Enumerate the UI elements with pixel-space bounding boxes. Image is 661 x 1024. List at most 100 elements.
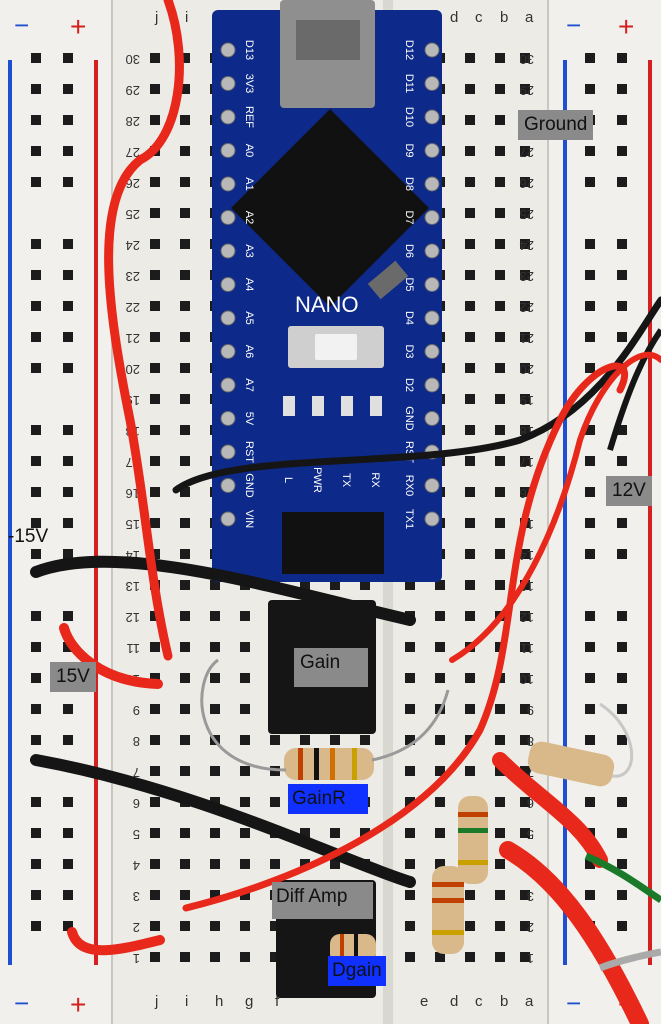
- breadboard-hole: [300, 735, 310, 745]
- breadboard-hole: [585, 425, 595, 435]
- breadboard-hole: [180, 890, 190, 900]
- breadboard-hole: [495, 549, 505, 559]
- breadboard-hole: [150, 549, 160, 559]
- nano-pin-label: A5: [243, 311, 255, 324]
- row-number-left: 6: [133, 796, 140, 811]
- breadboard-hole: [465, 115, 475, 125]
- row-number-right: 29: [520, 83, 534, 98]
- breadboard-hole: [585, 84, 595, 94]
- breadboard-hole: [405, 704, 415, 714]
- row-number-left: 29: [126, 83, 140, 98]
- breadboard-hole: [31, 487, 41, 497]
- breadboard-hole: [240, 797, 250, 807]
- nano-pin: [220, 76, 236, 91]
- breadboard-hole: [31, 890, 41, 900]
- breadboard-hole: [465, 704, 475, 714]
- breadboard-hole: [210, 890, 220, 900]
- breadboard-hole: [300, 828, 310, 838]
- breadboard-hole: [617, 332, 627, 342]
- black-wire-2: [30, 754, 416, 888]
- breadboard-hole: [465, 363, 475, 373]
- breadboard-hole: [495, 952, 505, 962]
- breadboard-hole: [210, 921, 220, 931]
- nano-pin-label: A2: [243, 211, 255, 224]
- nano-pin: [220, 444, 236, 460]
- breadboard-hole: [300, 859, 310, 869]
- breadboard-hole: [63, 239, 73, 249]
- nano-pin: [220, 42, 236, 58]
- nano-pin-label: D6: [403, 244, 415, 258]
- breadboard-hole: [495, 735, 505, 745]
- nano-pin-label: D7: [403, 210, 415, 224]
- nano-pin: [424, 76, 440, 91]
- breadboard-hole: [435, 952, 445, 962]
- row-number-left: 22: [126, 300, 140, 315]
- nano-pin-label: A7: [243, 378, 255, 391]
- breadboard-hole: [617, 53, 627, 63]
- breadboard-hole: [585, 487, 595, 497]
- breadboard-hole: [405, 797, 415, 807]
- breadboard-hole: [31, 53, 41, 63]
- breadboard-hole: [465, 766, 475, 776]
- breadboard-hole: [495, 177, 505, 187]
- breadboard-hole: [405, 890, 415, 900]
- column-letter: f: [275, 993, 280, 1010]
- breadboard-hole: [520, 828, 530, 838]
- nano-pin: [220, 243, 236, 259]
- breadboard-hole: [360, 735, 370, 745]
- breadboard-hole: [150, 828, 160, 838]
- breadboard-hole: [180, 239, 190, 249]
- left-rail: [0, 0, 112, 1024]
- breadboard-hole: [150, 239, 160, 249]
- breadboard-hole: [520, 84, 530, 94]
- nano-pin-label: A6: [243, 345, 255, 358]
- breadboard-hole: [617, 177, 627, 187]
- label-15v: 15V: [50, 662, 96, 692]
- breadboard-hole: [180, 363, 190, 373]
- nano-pin: [220, 277, 236, 292]
- breadboard-hole: [180, 332, 190, 342]
- column-letter: e: [420, 993, 428, 1010]
- breadboard-hole: [240, 611, 250, 621]
- breadboard-hole: [495, 239, 505, 249]
- breadboard-hole: [31, 177, 41, 187]
- breadboard-hole: [617, 890, 627, 900]
- breadboard-hole: [435, 673, 445, 683]
- row-number-right: 2: [527, 920, 534, 935]
- breadboard-hole: [180, 146, 190, 156]
- nano-pin-label: A0: [243, 144, 255, 157]
- nano-pin-label: A4: [243, 278, 255, 291]
- breadboard-hole: [465, 549, 475, 559]
- breadboard-hole: [617, 425, 627, 435]
- breadboard-hole: [31, 921, 41, 931]
- breadboard-hole: [520, 146, 530, 156]
- column-letter: a: [525, 993, 534, 1010]
- column-letter: i: [185, 9, 188, 26]
- breadboard-hole: [31, 673, 41, 683]
- lead-wire-3: [599, 702, 634, 778]
- breadboard-hole: [150, 890, 160, 900]
- breadboard-hole: [31, 425, 41, 435]
- breadboard-hole: [63, 735, 73, 745]
- red-wire-diff: [182, 362, 629, 912]
- breadboard-hole: [495, 115, 505, 125]
- breadboard-hole: [495, 332, 505, 342]
- breadboard-hole: [31, 859, 41, 869]
- rail-minus-top-right: −: [566, 10, 581, 40]
- breadboard-hole: [520, 363, 530, 373]
- nano-pin-label: GND: [243, 473, 255, 498]
- breadboard-hole: [617, 146, 627, 156]
- breadboard-hole: [210, 952, 220, 962]
- breadboard-hole: [495, 456, 505, 466]
- row-number-left: 8: [133, 734, 140, 749]
- nano-pin-label: TX1: [403, 509, 415, 529]
- row-number-left: 20: [126, 362, 140, 377]
- breadboard-hole: [150, 642, 160, 652]
- breadboard-hole: [31, 115, 41, 125]
- breadboard-hole: [520, 487, 530, 497]
- status-led: [341, 396, 353, 416]
- breadboard-hole: [63, 53, 73, 63]
- breadboard-hole: [180, 952, 190, 962]
